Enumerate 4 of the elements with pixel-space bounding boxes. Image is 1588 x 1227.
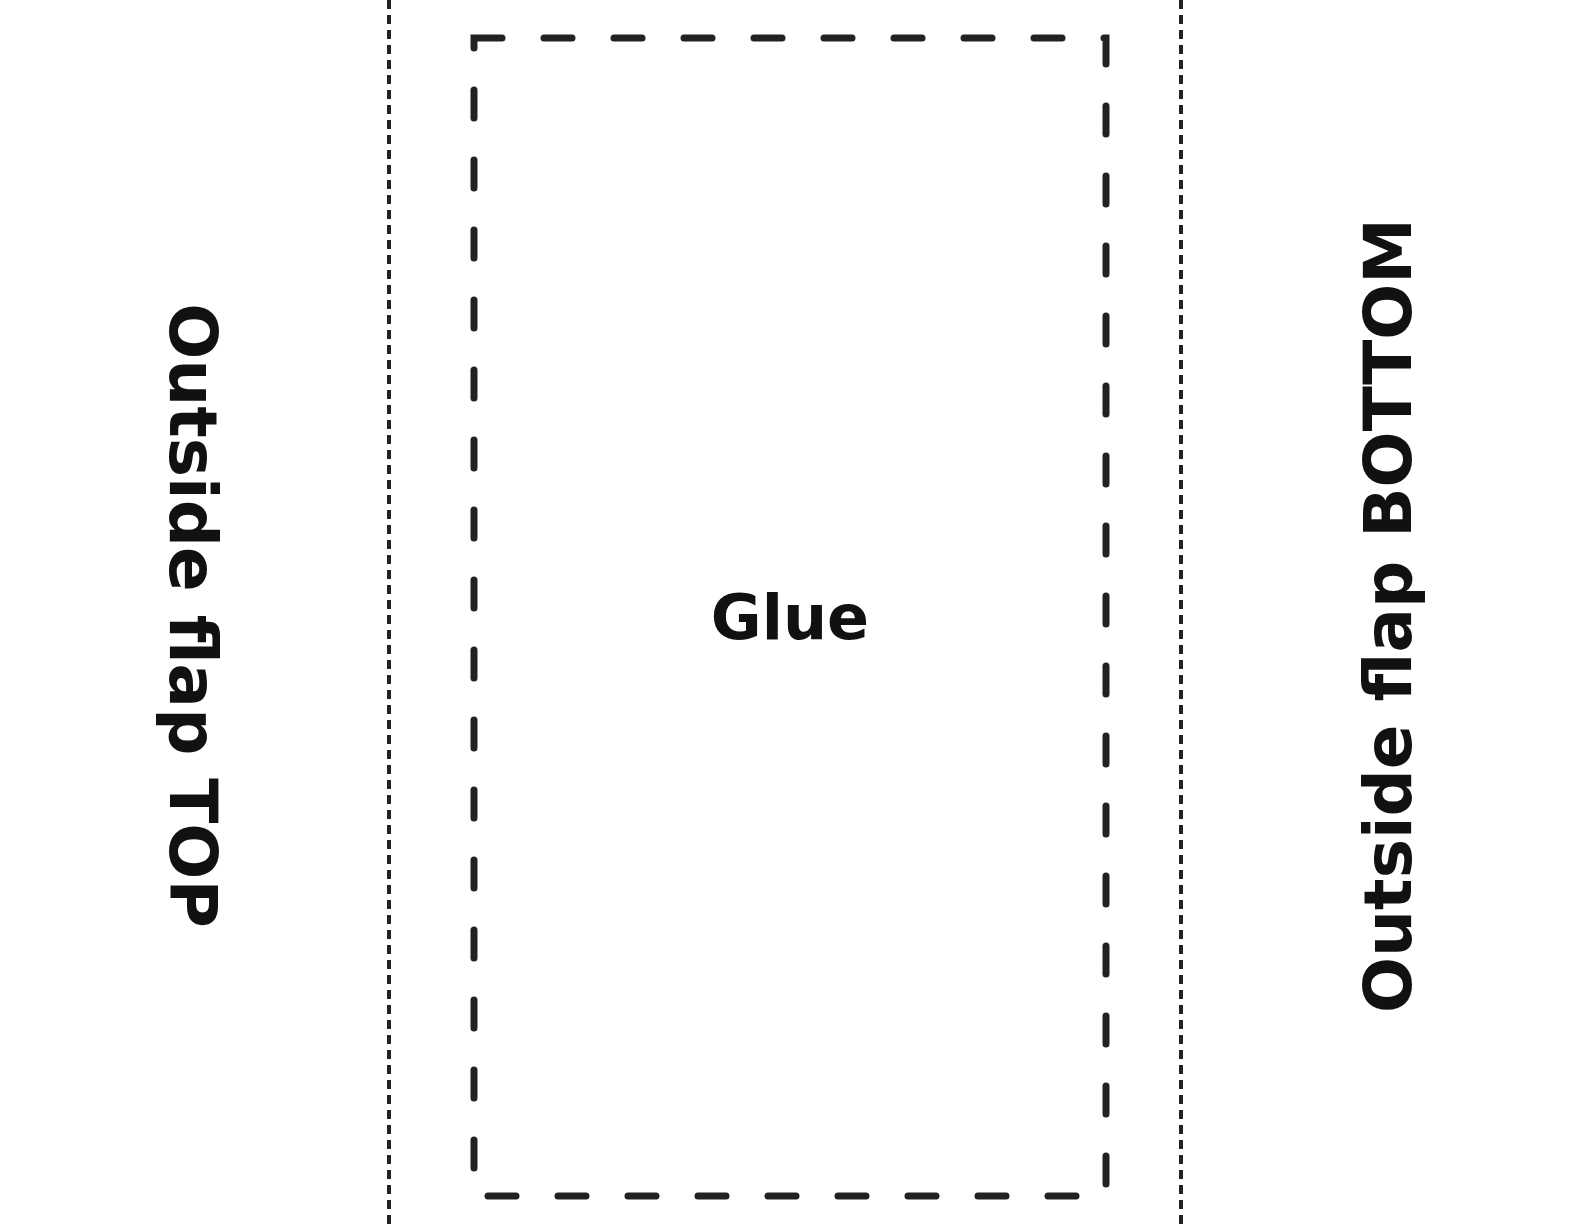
flap-label: Outside flap TOP <box>153 302 231 928</box>
flap-label: Outside flap BOTTOM <box>1349 217 1427 1013</box>
glue-area <box>468 32 1112 1202</box>
glue-label: Glue <box>710 580 870 654</box>
